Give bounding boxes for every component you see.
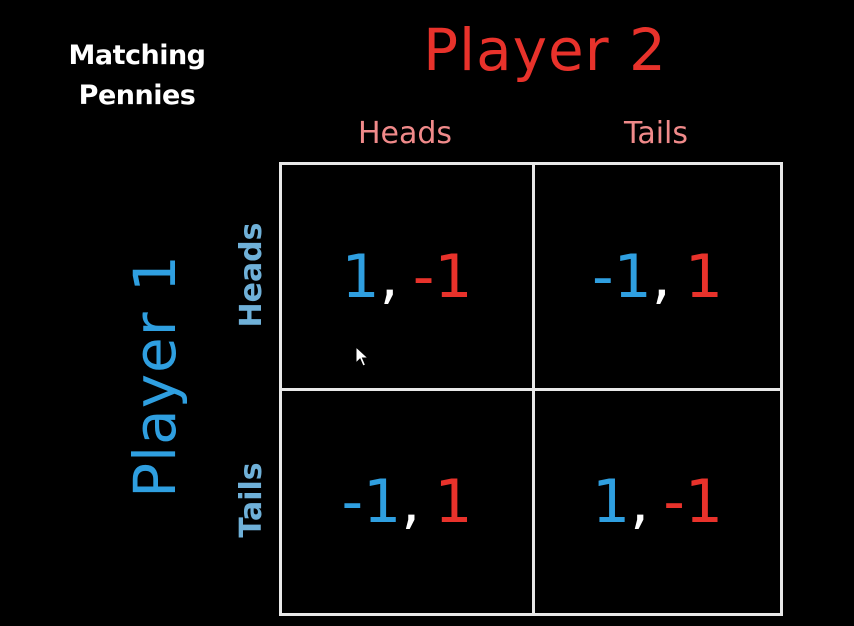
player-1-label: Player 1	[121, 254, 189, 498]
player-2-payoff: 1	[434, 467, 473, 537]
matrix-horizontal-divider	[282, 388, 780, 391]
player-1-payoff: -1	[591, 241, 652, 312]
column-label-heads: Heads	[357, 116, 453, 151]
player-2-payoff: -1	[412, 241, 473, 312]
payoff-cell-tails-tails: 1,-1	[535, 391, 780, 613]
player-2-payoff: 1	[684, 241, 724, 312]
payoff-separator: ,	[379, 241, 399, 312]
player-2-payoff: -1	[663, 467, 724, 537]
payoff-cell-heads-heads: 1,-1	[282, 165, 532, 388]
player-2-label: Player 2	[423, 16, 667, 84]
game-title-line-2: Pennies	[78, 80, 196, 111]
mouse-pointer-icon	[355, 346, 369, 367]
payoff-separator: ,	[401, 467, 421, 537]
game-title: Matching Pennies	[62, 36, 212, 116]
payoff-cell-tails-heads: -1,1	[282, 391, 532, 613]
payoff-separator: ,	[630, 467, 650, 537]
player-1-payoff: 1	[341, 241, 380, 312]
payoff-pair: 1,-1	[341, 242, 472, 312]
payoff-pair: -1,1	[341, 467, 472, 537]
payoff-pair: 1,-1	[592, 467, 723, 537]
payoff-separator: ,	[651, 241, 671, 312]
row-label-tails: Tails	[234, 462, 269, 538]
player-1-payoff: -1	[341, 467, 402, 537]
payoff-cell-heads-tails: -1,1	[535, 165, 780, 388]
payoff-pair: -1,1	[592, 242, 723, 312]
payoff-matrix: 1,-1 -1,1 -1,1 1,-1	[279, 162, 783, 616]
row-label-heads: Heads	[234, 222, 269, 328]
column-label-tails: Tails	[623, 116, 689, 151]
game-title-line-1: Matching	[68, 40, 206, 71]
player-1-payoff: 1	[591, 467, 631, 537]
